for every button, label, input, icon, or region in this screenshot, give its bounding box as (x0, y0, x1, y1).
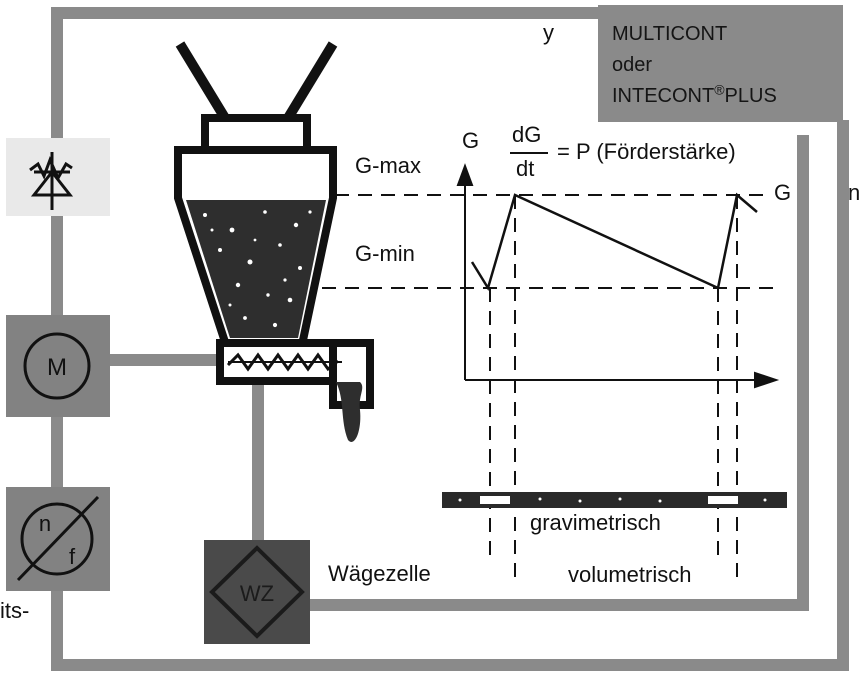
controller-line-2: oder (612, 54, 653, 76)
label-g-min: G-min (355, 241, 415, 266)
weigh-cell-block: WZ (204, 540, 310, 644)
controller-line-3: INTECONT®PLUS (612, 81, 843, 112)
formula-fraction-bar (510, 152, 548, 154)
motor-label: M (47, 354, 67, 381)
bulk-texture (203, 210, 312, 328)
weigh-cell-signal-wire (310, 135, 809, 611)
label-g-right: G (774, 180, 792, 205)
hopper (174, 41, 374, 442)
hopper-feed-right (283, 41, 338, 121)
bulk-material (186, 200, 326, 338)
motor-icon (23, 332, 91, 400)
falling-material (336, 382, 363, 442)
label-y: y (543, 20, 554, 45)
hopper-feed-left (175, 41, 230, 121)
formula-text: = P (Förderstärke) (557, 139, 736, 164)
label-g-max: G-max (355, 153, 421, 178)
converter-n-label: n (39, 511, 51, 536)
rectifier-block (6, 138, 110, 216)
signal-wiring (51, 7, 849, 671)
controller-box: MULTICONT oder INTECONT®PLUS (598, 5, 843, 122)
label-gravimetrisch: gravimetrisch (530, 510, 661, 535)
weight-curve (470, 192, 758, 292)
outer-wire-loop (51, 7, 849, 671)
registered-mark: ® (714, 81, 725, 98)
label-its: its- (0, 598, 30, 623)
converter-slash-icon (16, 495, 100, 582)
graph-axis-label-g: G (462, 128, 480, 153)
controller-line-3-b: PLUS (724, 85, 777, 107)
hopper-inlet (201, 114, 311, 154)
controller-line-3-a: INTECONT (612, 85, 715, 107)
controller-line-1: MULTICONT (612, 23, 728, 45)
feed-mode-bar (442, 492, 787, 508)
weigh-cell-label: WZ (240, 581, 274, 606)
thyristor-icon (29, 152, 74, 210)
label-waegezelle: Wägezelle (328, 561, 431, 586)
formula-numerator: dG (512, 122, 542, 147)
label-n: n (848, 180, 861, 205)
frequency-converter-block: n f (6, 487, 110, 591)
weigh-cell-diamond-icon (209, 545, 305, 639)
motor-block: M (6, 315, 110, 417)
formula-denominator: dt (516, 156, 535, 181)
weight-graph (322, 163, 780, 580)
reference-lines (322, 194, 775, 580)
graph-axes (456, 163, 780, 389)
converter-f-label: f (69, 544, 76, 569)
label-volumetrisch: volumetrisch (568, 562, 692, 587)
